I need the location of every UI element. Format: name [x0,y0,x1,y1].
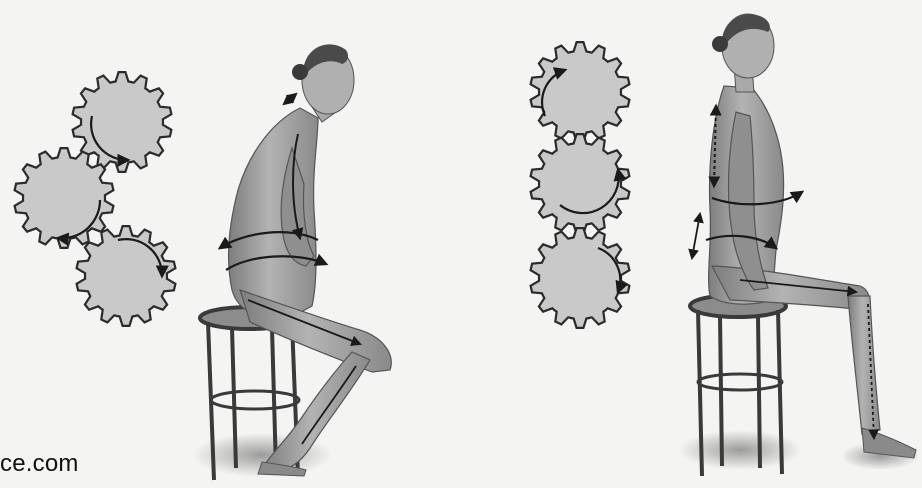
gear-icon [531,134,630,234]
right-gear-stack [531,42,630,328]
left-gear-cluster [15,72,176,326]
watermark-text: ce.com [0,450,79,478]
hair-bun [712,36,728,52]
hair-bun [292,64,308,80]
torso [229,108,318,319]
gear-icon [531,42,630,142]
neck-arrow [284,94,296,104]
gear-icon [77,226,176,326]
lumbar-arrow [692,214,700,258]
lower-leg [848,296,880,434]
gear-icon [531,228,630,328]
upright-figure [678,14,920,476]
slouched-figure [192,44,391,480]
